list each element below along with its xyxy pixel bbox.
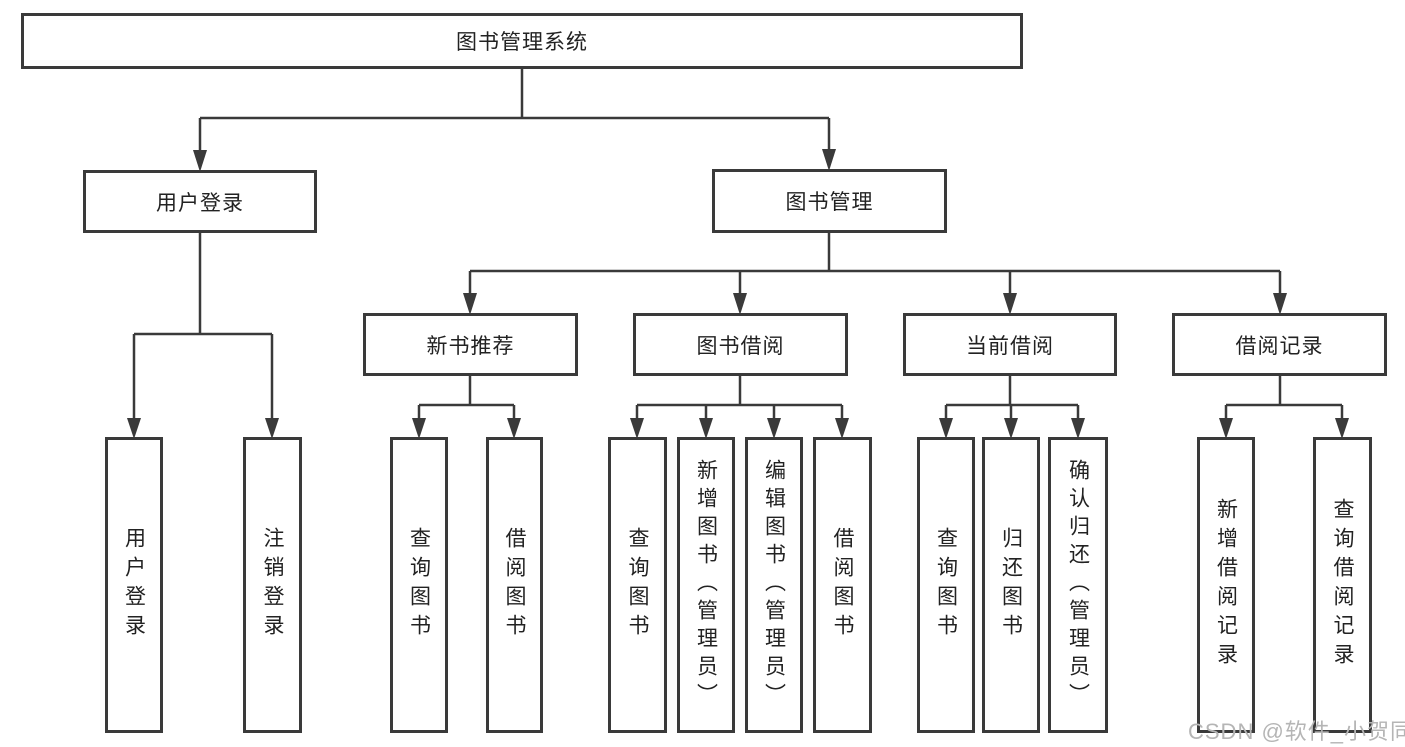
leaf-logout: 注销登录 <box>243 437 302 733</box>
arrowhead-icon <box>822 149 836 171</box>
leaf-borrow-borrow-books: 借阅图书 <box>813 437 872 733</box>
arrowhead-icon <box>507 418 521 439</box>
connector-line <box>132 233 274 420</box>
arrowhead-icon <box>265 418 279 439</box>
node-borrow-records: 借阅记录 <box>1172 313 1387 376</box>
connector-line <box>198 69 831 152</box>
leaf-records-query-record: 查询借阅记录 <box>1313 437 1372 733</box>
leaf-user-login: 用户登录 <box>105 437 163 733</box>
arrowhead-icon <box>699 418 713 439</box>
connector-borrow-records-branch <box>1219 376 1349 439</box>
node-user-login: 用户登录 <box>83 170 317 233</box>
arrowhead-icon <box>1003 293 1017 315</box>
connector-line <box>635 376 844 420</box>
arrowhead-icon <box>1004 418 1018 439</box>
connector-root-to-level2 <box>193 69 836 172</box>
connector-line <box>944 376 1080 420</box>
leaf-current-return-books: 归还图书 <box>982 437 1040 733</box>
leaf-records-add-record: 新增借阅记录 <box>1197 437 1255 733</box>
connector-user-login-branch <box>127 233 279 439</box>
connector-current-borrow-branch <box>939 376 1085 439</box>
connector-book-mgmt-branch <box>463 233 1287 315</box>
leaf-recommend-query-books: 查询图书 <box>390 437 448 733</box>
leaf-borrow-add-books-admin: 新增图书（管理员） <box>677 437 735 733</box>
connector-line <box>1224 376 1344 420</box>
connector-line <box>468 233 1282 295</box>
arrowhead-icon <box>1219 418 1233 439</box>
connector-line <box>417 376 516 420</box>
node-new-book-recommend: 新书推荐 <box>363 313 578 376</box>
arrowhead-icon <box>767 418 781 439</box>
node-book-management: 图书管理 <box>712 169 947 233</box>
csdn-watermark: CSDN @软件_小贺同学 <box>1188 719 1405 744</box>
leaf-recommend-borrow-books: 借阅图书 <box>486 437 543 733</box>
leaf-borrow-edit-books-admin: 编辑图书（管理员） <box>745 437 803 733</box>
connector-new-book-recommend-branch <box>412 376 521 439</box>
arrowhead-icon <box>939 418 953 439</box>
arrowhead-icon <box>193 150 207 172</box>
node-root-system: 图书管理系统 <box>21 13 1023 69</box>
leaf-current-confirm-return-admin: 确认归还（管理员） <box>1048 437 1108 733</box>
arrowhead-icon <box>1335 418 1349 439</box>
arrowhead-icon <box>733 293 747 315</box>
arrowhead-icon <box>1071 418 1085 439</box>
node-book-borrow: 图书借阅 <box>633 313 848 376</box>
arrowhead-icon <box>412 418 426 439</box>
node-current-borrow: 当前借阅 <box>903 313 1117 376</box>
arrowhead-icon <box>127 418 141 439</box>
arrowhead-icon <box>835 418 849 439</box>
leaf-current-query-books: 查询图书 <box>917 437 975 733</box>
arrowhead-icon <box>463 293 477 315</box>
arrowhead-icon <box>630 418 644 439</box>
connector-book-borrow-branch <box>630 376 849 439</box>
leaf-borrow-query-books: 查询图书 <box>608 437 667 733</box>
arrowhead-icon <box>1273 293 1287 315</box>
